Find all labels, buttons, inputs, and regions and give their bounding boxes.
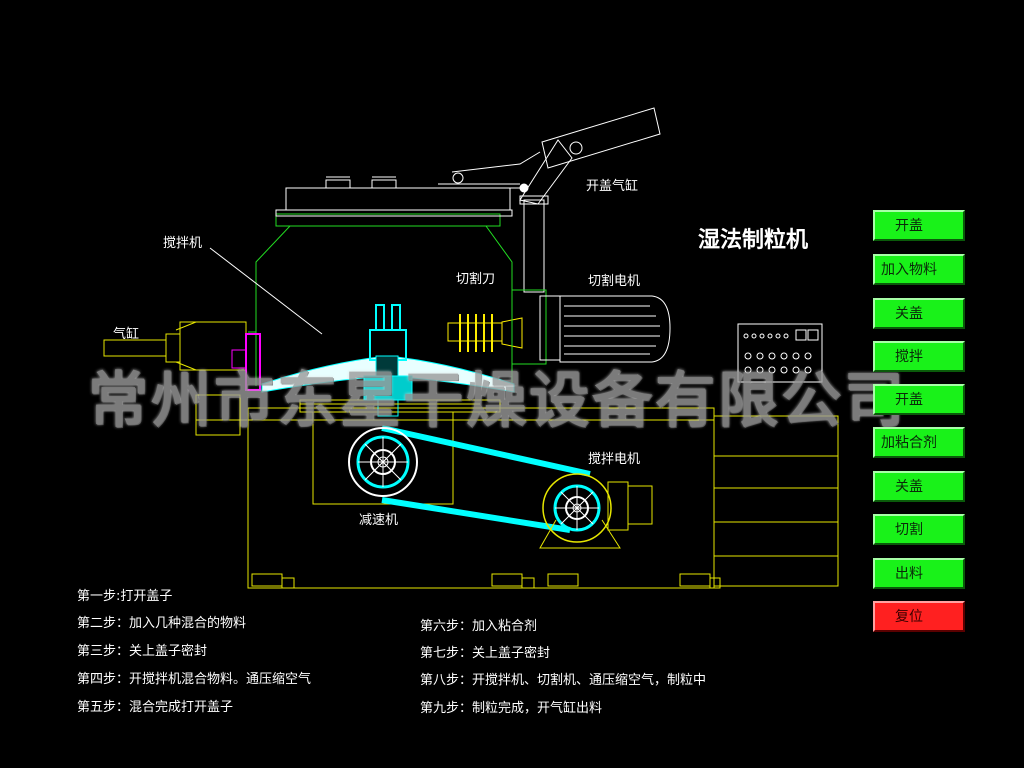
open-lid-button[interactable]: 开盖	[873, 210, 965, 241]
discharge-cylinder	[103, 321, 261, 391]
add-binder-button[interactable]: 加粘合剂	[873, 427, 965, 458]
close-lid-2-button[interactable]: 关盖	[873, 471, 965, 502]
page-title: 湿法制粒机	[698, 228, 809, 253]
step-6: 第六步：加入粘合剂	[420, 619, 538, 634]
step-1: 第一步:打开盖子	[77, 589, 173, 604]
company-watermark: 常州市东星干燥设备有限公司	[88, 366, 907, 436]
discharge-button[interactable]: 出料	[873, 558, 965, 589]
mixer-motor-body	[539, 481, 653, 549]
step-4: 第四步：开搅拌机混合物料。通压缩空气	[77, 672, 312, 687]
reducer-pulley	[348, 427, 418, 497]
cutter-label: 切割刀	[456, 272, 496, 287]
lid-cylinder-arm	[451, 107, 661, 293]
lid-cylinder-label: 开盖气缸	[586, 179, 639, 194]
cutter-motor	[539, 295, 671, 363]
motor-pulley	[542, 473, 612, 543]
mixer-impeller	[261, 304, 515, 417]
cutter	[447, 289, 547, 365]
add-material-button[interactable]: 加入物料	[873, 254, 965, 285]
mix-button[interactable]: 搅拌	[873, 341, 965, 372]
mixer-leader-line	[209, 247, 323, 335]
mixer-motor-label: 搅拌电机	[588, 452, 641, 467]
control-panel	[737, 323, 823, 383]
step-8: 第八步：开搅拌机、切割机、通压缩空气，制粒中	[420, 673, 707, 688]
close-lid-button[interactable]: 关盖	[873, 298, 965, 329]
cutter-motor-label: 切割电机	[588, 274, 641, 289]
cylinder-label: 气缸	[113, 327, 140, 342]
mixer-label: 搅拌机	[163, 236, 203, 251]
reducer-label: 减速机	[359, 513, 399, 528]
step-9: 第九步：制粒完成，开气缸出料	[420, 701, 603, 716]
machine-base	[195, 394, 839, 589]
vessel	[248, 213, 513, 386]
step-5: 第五步：混合完成打开盖子	[77, 700, 234, 715]
reset-button[interactable]: 复位	[873, 601, 965, 632]
belt-drive	[348, 425, 653, 549]
cut-button[interactable]: 切割	[873, 514, 965, 545]
step-7: 第七步：关上盖子密封	[420, 646, 551, 661]
step-3: 第三步：关上盖子密封	[77, 644, 208, 659]
lid	[275, 176, 520, 217]
open-lid-2-button[interactable]: 开盖	[873, 384, 965, 415]
step-2: 第二步：加入几种混合的物料	[77, 616, 247, 631]
